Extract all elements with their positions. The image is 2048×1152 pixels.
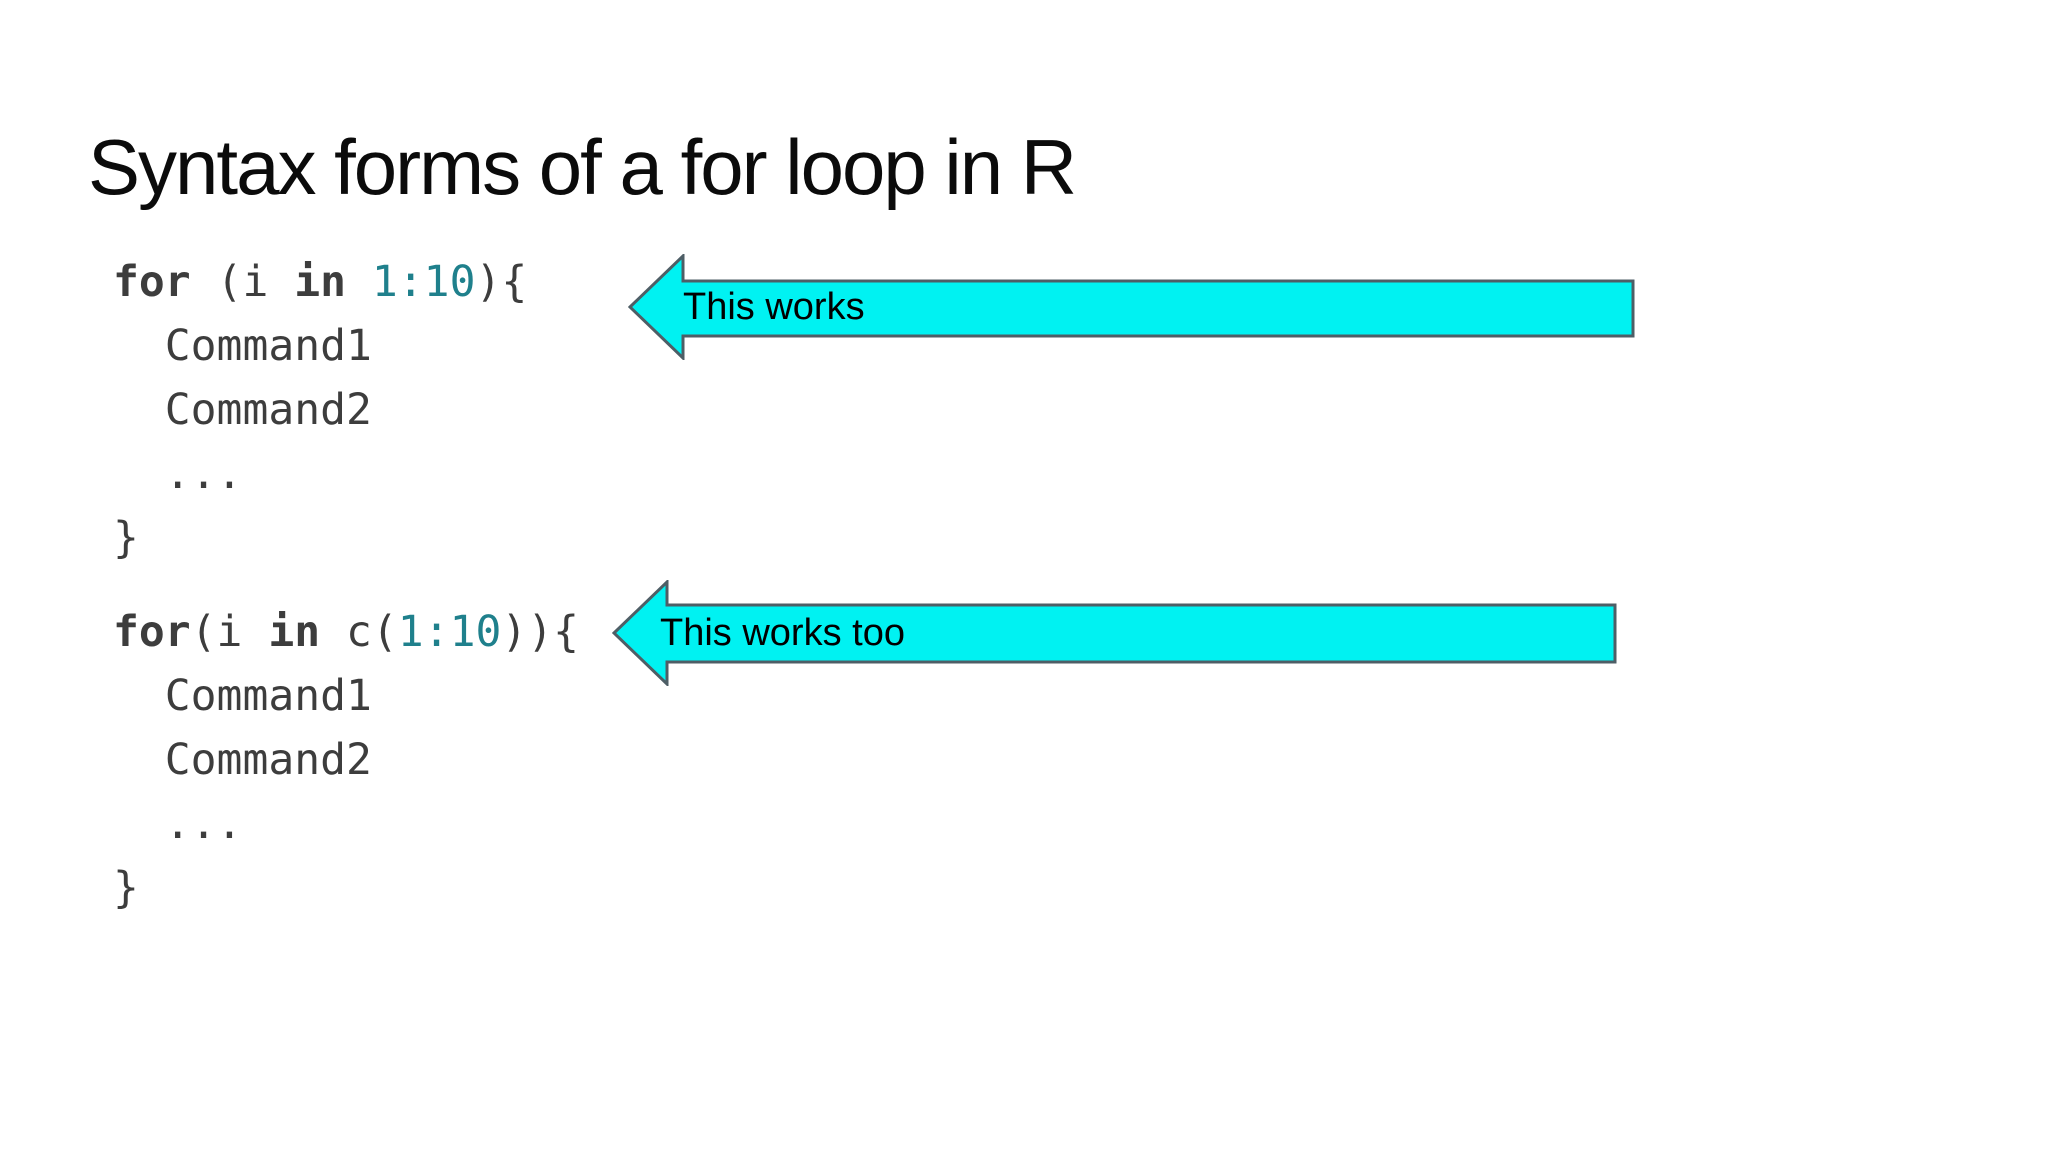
arrow-label: This works xyxy=(683,285,865,328)
left-arrow-icon xyxy=(628,254,1635,360)
code-text: (i xyxy=(190,257,295,307)
code-line-command2: Command2 xyxy=(113,735,372,785)
code-text: c( xyxy=(320,607,398,657)
code-line-command2: Command2 xyxy=(113,385,372,435)
keyword-for: for xyxy=(113,257,191,307)
number-literal-range: 1:10 xyxy=(397,607,502,657)
code-text xyxy=(346,257,372,307)
code-block-for-loop-c-vector: for(i in c(1:10)){ Command1 Command2 ...… xyxy=(113,600,579,920)
arrow-label: This works too xyxy=(660,611,905,654)
slide-title: Syntax forms of a for loop in R xyxy=(88,123,1077,211)
code-line-ellipsis: ... xyxy=(113,799,243,849)
callout-arrow-this-works-too: This works too xyxy=(612,580,1617,686)
left-arrow-icon xyxy=(612,580,1617,686)
code-text: ){ xyxy=(475,257,528,307)
number-literal-range: 1:10 xyxy=(371,257,476,307)
code-line-ellipsis: ... xyxy=(113,449,243,499)
code-line-closing-brace: } xyxy=(113,863,139,913)
code-line-closing-brace: } xyxy=(113,513,139,563)
code-text: )){ xyxy=(501,607,580,657)
code-line-command1: Command1 xyxy=(113,671,372,721)
keyword-in: in xyxy=(268,607,321,657)
keyword-for: for xyxy=(113,607,191,657)
callout-arrow-this-works: This works xyxy=(628,254,1635,360)
code-line-command1: Command1 xyxy=(113,321,372,371)
code-block-for-loop-plain-range: for (i in 1:10){ Command1 Command2 ... } xyxy=(113,250,527,570)
keyword-in: in xyxy=(294,257,347,307)
code-line-for-header: for(i in c(1:10)){ xyxy=(113,600,579,664)
code-line-for-header: for (i in 1:10){ xyxy=(113,250,527,314)
code-text: (i xyxy=(190,607,269,657)
